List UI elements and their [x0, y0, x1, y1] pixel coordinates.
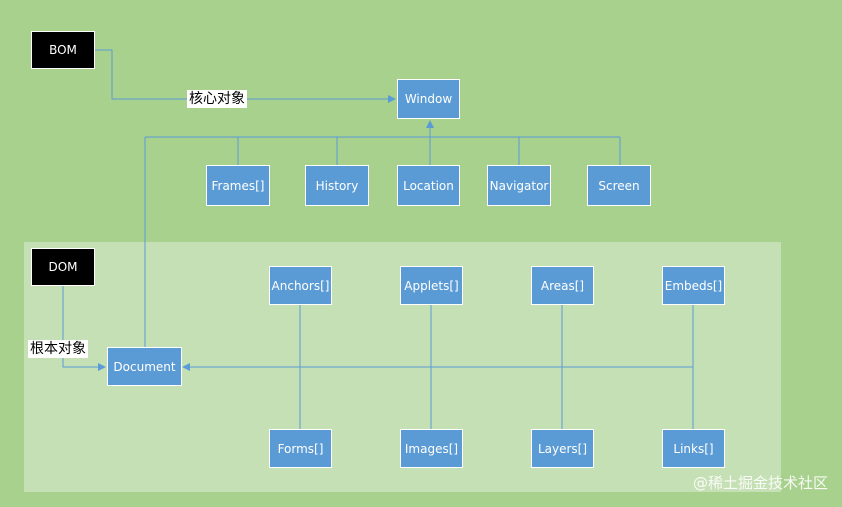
- bom-box: BOM: [31, 31, 95, 69]
- location-box: Location: [397, 165, 460, 206]
- frames-label: Frames[]: [211, 178, 265, 193]
- window-label: Window: [404, 92, 453, 106]
- layers-label: Layers[]: [537, 441, 588, 456]
- window-box: Window: [397, 79, 460, 119]
- forms-label: Forms[]: [277, 441, 324, 456]
- layers-box: Layers[]: [531, 429, 594, 468]
- document-label: Document: [113, 359, 176, 374]
- bom-to-window-connector: [95, 49, 396, 103]
- watermark: @稀土掘金技术社区: [692, 474, 828, 492]
- dom-label: DOM: [48, 260, 78, 274]
- links-box: Links[]: [662, 429, 725, 468]
- areas-box: Areas[]: [531, 266, 594, 305]
- dom-box: DOM: [31, 248, 95, 286]
- forms-box: Forms[]: [269, 429, 332, 468]
- navigator-label: Navigator: [489, 178, 549, 193]
- bom-label: BOM: [49, 43, 77, 57]
- dom-to-document-connector: [62, 286, 106, 371]
- anchors-box: Anchors[]: [269, 266, 332, 305]
- frames-box: Frames[]: [206, 165, 270, 206]
- bom-relation-label: 核心对象: [187, 90, 247, 108]
- applets-box: Applets[]: [400, 266, 463, 305]
- links-label: Links[]: [673, 441, 714, 456]
- document-box: Document: [107, 347, 182, 386]
- embeds-box: Embeds[]: [662, 266, 725, 305]
- screen-label: Screen: [598, 178, 640, 193]
- dom-relation-label: 根本对象: [28, 340, 88, 358]
- embeds-label: Embeds[]: [664, 278, 723, 293]
- history-box: History: [305, 165, 369, 206]
- applets-label: Applets[]: [404, 278, 459, 293]
- images-label: Images[]: [404, 441, 459, 456]
- areas-label: Areas[]: [540, 278, 585, 293]
- anchors-label: Anchors[]: [271, 278, 330, 293]
- location-label: Location: [403, 178, 454, 193]
- screen-box: Screen: [587, 165, 651, 206]
- navigator-box: Navigator: [487, 165, 551, 206]
- history-label: History: [315, 178, 359, 193]
- images-box: Images[]: [400, 429, 463, 468]
